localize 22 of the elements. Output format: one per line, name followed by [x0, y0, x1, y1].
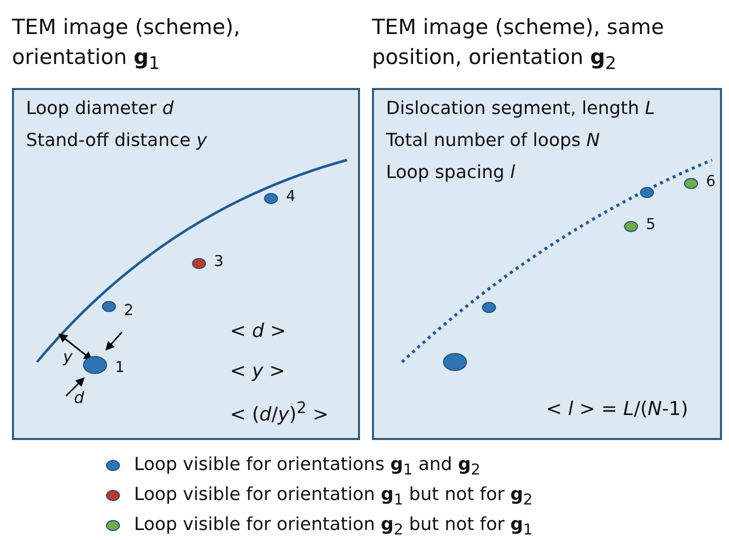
loop-number: 2	[124, 300, 134, 318]
loop-number: 5	[646, 214, 656, 232]
panel-heading: TEM image (scheme), same position, orientation g$_{2}$	[372, 14, 665, 76]
formula-label: < l > = L/(N-1)	[546, 398, 688, 420]
legend-text: Loop visible for orientation g$_{2}$ but not for g$_{1}$	[134, 514, 533, 539]
loop-number: 4	[286, 186, 296, 204]
panel-text: Loop spacing l	[386, 162, 516, 183]
legend-text: Loop visible for orientation g$_{1}$ but not for g$_{2}$	[134, 484, 533, 509]
panel-text: Stand-off distance y	[26, 130, 207, 151]
loop-number: 3	[214, 252, 224, 270]
loop-number: 1	[115, 358, 125, 376]
mean-value-label: < d >	[230, 320, 286, 342]
loop-number: 6	[706, 172, 716, 190]
dimension-label: d	[74, 388, 84, 407]
panel-text: Total number of loops N	[386, 130, 600, 151]
dimension-label: y	[63, 347, 72, 366]
legend-text: Loop visible for orientations g$_{1}$ and g$_{2}$	[134, 454, 480, 479]
panel-heading: TEM image (scheme), orientation g$_{1}$	[12, 14, 242, 76]
panel-text: Dislocation segment, length L	[386, 98, 655, 119]
mean-value-label: < (d/y)$^{2}$ >	[230, 398, 329, 426]
mean-value-label: < y >	[230, 360, 286, 382]
panel-text: Loop diameter d	[26, 98, 174, 119]
